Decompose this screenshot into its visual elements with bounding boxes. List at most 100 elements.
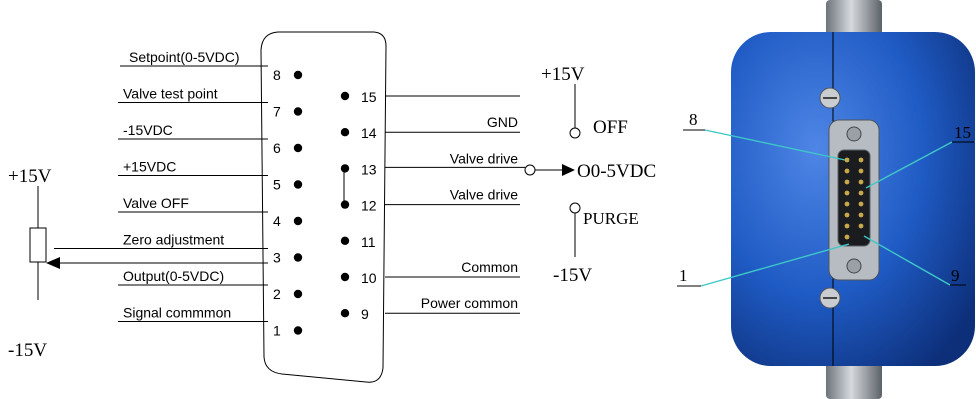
pin-label: Common — [461, 259, 518, 275]
pin-number: 13 — [361, 161, 377, 177]
right-pin-11: 11 — [340, 234, 376, 250]
potentiometer: +15V -15V — [8, 166, 268, 361]
pin-number: 15 — [361, 89, 377, 105]
device-photo — [731, 0, 975, 399]
socket-pins — [844, 157, 864, 240]
right-pin-10: 10 Common — [340, 259, 520, 286]
left-pin-6: -15VDC 6 — [118, 122, 303, 156]
left-pin-2: Output(0-5VDC) 2 — [118, 268, 303, 302]
pin-number: 10 — [361, 270, 377, 286]
left-pin-7: Valve test point 7 — [118, 86, 303, 120]
pin-label: Output(0-5VDC) — [123, 268, 224, 284]
photo-pin-15: 15 — [954, 123, 971, 142]
wiper-arrow-icon — [46, 257, 60, 269]
pot-bottom-voltage: -15V — [8, 340, 47, 361]
socket-pin — [858, 212, 864, 218]
socket-pin — [844, 212, 850, 218]
right-pin-13: 13 Valve drive — [340, 150, 525, 177]
pin-dot — [293, 216, 303, 226]
pin-dot — [293, 107, 303, 116]
switch-top-voltage: +15V — [541, 64, 585, 85]
switch-purge-label: PURGE — [583, 209, 639, 228]
socket-pin — [844, 234, 850, 240]
pin-label: Valve drive — [450, 187, 518, 203]
device-connector-socket — [837, 149, 871, 247]
socket-pin — [844, 168, 850, 174]
left-pin-1: Signal commmon 1 — [118, 305, 303, 339]
socket-pin — [858, 190, 864, 196]
pin-label: GND — [487, 114, 518, 130]
pin-number: 12 — [361, 198, 377, 214]
valve-switch: +15V OFF O0-5VDC PURGE -15V — [524, 64, 656, 286]
switch-bottom-voltage: -15V — [553, 265, 592, 286]
pin-label: Valve test point — [123, 86, 218, 102]
pin-number: 3 — [273, 250, 281, 266]
photo-pin-8: 8 — [689, 110, 698, 129]
pin-dot — [340, 91, 350, 101]
pin-number: 6 — [273, 140, 281, 156]
pin-dot — [340, 309, 350, 318]
leader-8 — [704, 129, 846, 161]
pin-dot — [293, 289, 303, 299]
pin-dot — [293, 143, 303, 153]
pin-dot — [340, 236, 350, 245]
pot-top-voltage: +15V — [8, 166, 52, 187]
left-pin-3: Zero adjustment 3 — [54, 232, 303, 266]
socket-pin — [844, 223, 850, 229]
switch-mid-label: O0-5VDC — [577, 161, 656, 182]
left-pin-5: +15VDC 5 — [118, 159, 303, 193]
pin-label: Valve OFF — [123, 195, 189, 211]
leader-9 — [863, 235, 951, 286]
pin-label: Valve drive — [450, 150, 518, 166]
socket-pin — [844, 179, 850, 185]
right-pin-9: 9 Power common — [340, 295, 520, 322]
left-pin-8: Setpoint(0-5VDC) 8 — [120, 49, 303, 83]
pin-number: 14 — [361, 125, 377, 141]
connector-outline — [260, 31, 387, 383]
pin-number: 4 — [273, 213, 281, 229]
right-pin-15: 15 — [340, 89, 520, 105]
pin-number: 7 — [273, 104, 281, 120]
pin-label: -15VDC — [123, 122, 173, 138]
photo-pin-1: 1 — [679, 266, 688, 285]
left-pin-4: Valve OFF 4 — [118, 195, 303, 229]
pin-dot — [340, 272, 350, 282]
socket-pin — [844, 157, 850, 163]
pin-label: Zero adjustment — [123, 232, 224, 248]
pin-dot — [340, 200, 350, 209]
pin-number: 8 — [273, 67, 281, 83]
pin-dot — [340, 164, 350, 173]
socket-pin — [858, 168, 864, 174]
pin-label: Setpoint(0-5VDC) — [129, 49, 240, 65]
pin-number: 1 — [273, 323, 281, 339]
socket-pin — [858, 201, 864, 207]
right-pin-14: 14 GND — [340, 114, 520, 141]
pin-dot — [293, 326, 303, 335]
pin-number: 9 — [361, 306, 369, 322]
right-pin-12: 12 Valve drive — [340, 187, 520, 214]
pin-label: Power common — [421, 295, 518, 311]
socket-pin — [844, 190, 850, 196]
socket-pin — [844, 201, 850, 207]
photo-pin-9: 9 — [951, 266, 960, 285]
pin-dot — [293, 70, 303, 80]
pin-number: 11 — [361, 234, 376, 250]
pin-label: +15VDC — [123, 159, 176, 175]
socket-pin — [858, 157, 864, 163]
pin-dot — [293, 180, 303, 189]
leader-15 — [865, 141, 953, 189]
socket-pin — [858, 223, 864, 229]
pin-label: Signal commmon — [123, 305, 231, 321]
socket-pin — [858, 179, 864, 185]
switch-arrow-icon — [562, 164, 575, 176]
pin-dot — [293, 253, 303, 262]
switch-off-label: OFF — [593, 117, 628, 138]
pin-number: 2 — [273, 286, 281, 302]
pin-dot — [340, 128, 350, 137]
photo-pin-callouts: 8 15 1 9 — [677, 110, 974, 287]
leader-1 — [700, 243, 850, 287]
pin-number: 5 — [273, 177, 281, 193]
